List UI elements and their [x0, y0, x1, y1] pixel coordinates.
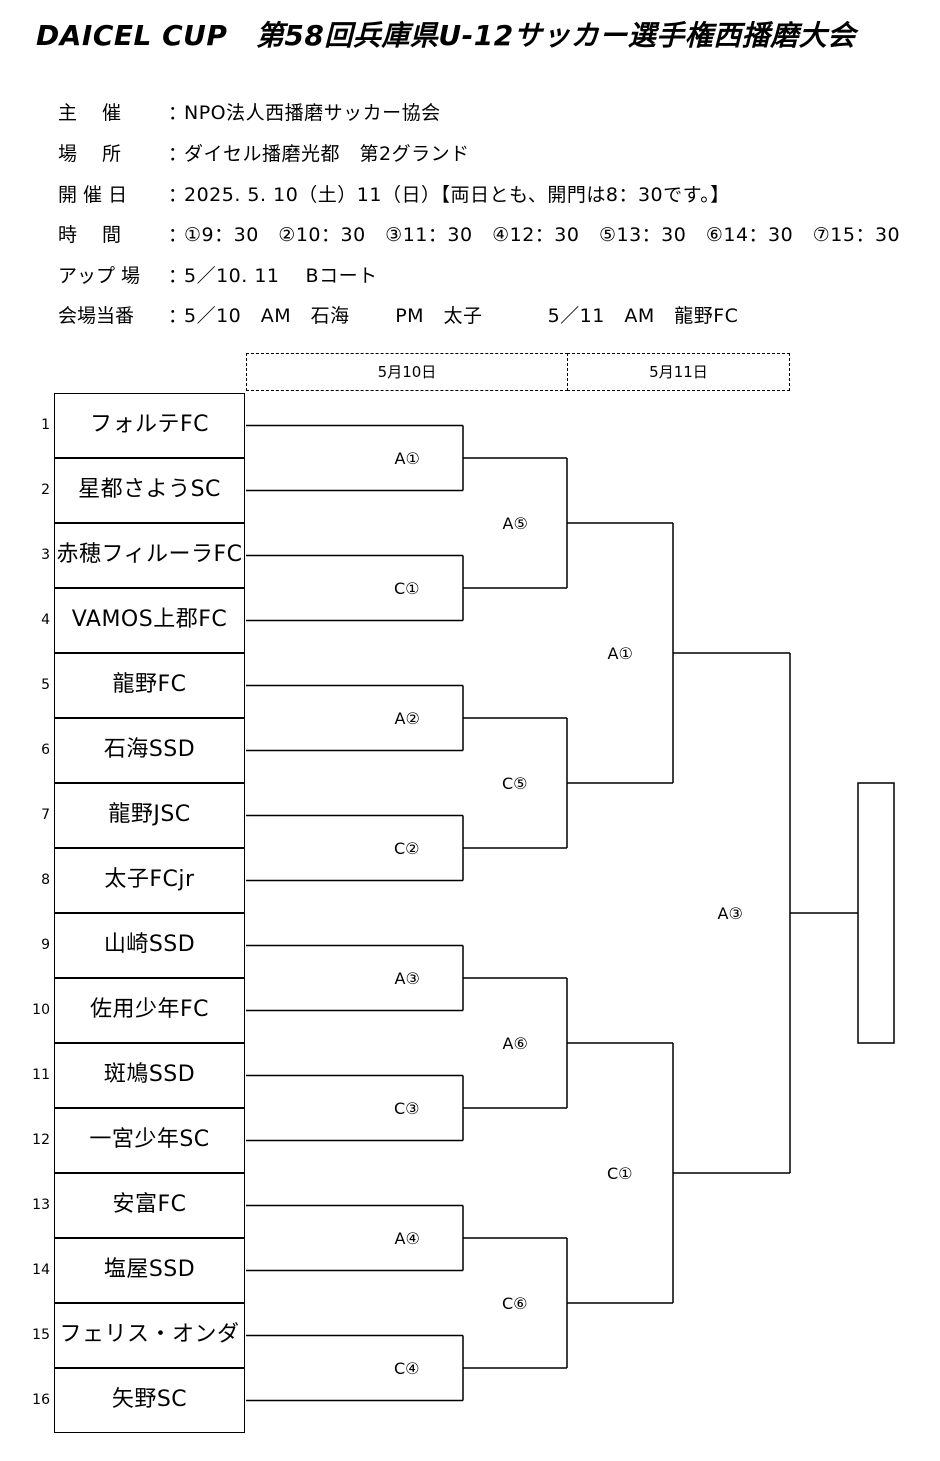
info-row-duty: 会場当番：5／10 AM 石海 PM 太子 5／11 AM 龍野FC [58, 301, 738, 328]
team-number: 11 [32, 1066, 50, 1083]
team-number: 14 [32, 1261, 50, 1278]
team-box: VAMOS上郡FC [54, 588, 245, 653]
team-box: 塩屋SSD [54, 1238, 245, 1303]
info-value: 5／10. 11 Bコート [184, 265, 378, 287]
match-label: A③ [717, 903, 743, 923]
info-row-warmup: アップ 場：5／10. 11 Bコート [58, 261, 378, 288]
team-number: 2 [41, 481, 50, 498]
match-label: C④ [394, 1358, 420, 1378]
team-number: 12 [32, 1131, 50, 1148]
match-label: C① [394, 578, 420, 598]
team-box: フォルテFC [54, 393, 245, 458]
team-number: 4 [41, 611, 50, 628]
team-number: 7 [41, 806, 50, 823]
champion-box [857, 782, 895, 1044]
info-row-date: 開 催 日：2025. 5. 10（土）11（日）【両日とも、開門は8：30です… [58, 180, 730, 207]
team-number: 15 [32, 1326, 50, 1343]
match-label: A① [394, 448, 420, 468]
team-box: 太子FCjr [54, 848, 245, 913]
info-value: 5／10 AM 石海 PM 太子 5／11 AM 龍野FC [184, 305, 739, 327]
match-label: C③ [394, 1098, 420, 1118]
match-label: C① [607, 1163, 633, 1183]
match-label: A⑥ [502, 1033, 528, 1053]
info-value: NPO法人西播磨サッカー協会 [184, 102, 441, 124]
team-number: 5 [41, 676, 50, 693]
team-number: 9 [41, 936, 50, 953]
team-box: 安富FC [54, 1173, 245, 1238]
team-number: 10 [32, 1001, 50, 1018]
info-label: 開 催 日 [58, 184, 128, 206]
info-label: 時 間 [58, 224, 122, 246]
match-label: C⑥ [502, 1293, 528, 1313]
info-row-organizer: 主 催：NPO法人西播磨サッカー協会 [58, 98, 441, 125]
info-label: 会場当番 [58, 305, 135, 327]
match-label: A① [607, 643, 633, 663]
team-number: 1 [41, 416, 50, 433]
team-box: 石海SSD [54, 718, 245, 783]
info-value: 2025. 5. 10（土）11（日）【両日とも、開門は8：30です。】 [184, 184, 730, 206]
team-box: 龍野JSC [54, 783, 245, 848]
info-label: アップ 場 [58, 265, 141, 287]
team-number: 6 [41, 741, 50, 758]
team-box: 星都さようSC [54, 458, 245, 523]
team-box: 山崎SSD [54, 913, 245, 978]
team-box: 赤穂フィルーラFC [54, 523, 245, 588]
match-label: A③ [394, 968, 420, 988]
match-label: A② [394, 708, 420, 728]
team-box: 一宮少年SC [54, 1108, 245, 1173]
info-label: 主 催 [58, 102, 122, 124]
team-number: 3 [41, 546, 50, 563]
team-number: 8 [41, 871, 50, 888]
match-label: A④ [394, 1228, 420, 1248]
date-header-day2: 5月11日 [567, 353, 790, 391]
team-box: 矢野SC [54, 1368, 245, 1433]
info-value: ①9：30 ②10：30 ③11：30 ④12：30 ⑤13：30 ⑥14：30… [184, 224, 901, 246]
info-label: 場 所 [58, 143, 122, 165]
team-number: 13 [32, 1196, 50, 1213]
info-value: ダイセル播磨光都 第2グランド [184, 143, 470, 165]
team-box: 龍野FC [54, 653, 245, 718]
match-label: A⑤ [502, 513, 528, 533]
page-title: DAICEL CUP 第58回兵庫県U‐12サッカー選手権西播磨大会 [36, 19, 856, 52]
team-box: 斑鳩SSD [54, 1043, 245, 1108]
match-label: C⑤ [502, 773, 528, 793]
info-row-venue: 場 所：ダイセル播磨光都 第2グランド [58, 139, 470, 166]
match-label: C② [394, 838, 420, 858]
team-box: 佐用少年FC [54, 978, 245, 1043]
info-row-time: 時 間：①9：30 ②10：30 ③11：30 ④12：30 ⑤13：30 ⑥1… [58, 220, 900, 247]
team-box: フェリス・オンダ [54, 1303, 245, 1368]
team-number: 16 [32, 1391, 50, 1408]
